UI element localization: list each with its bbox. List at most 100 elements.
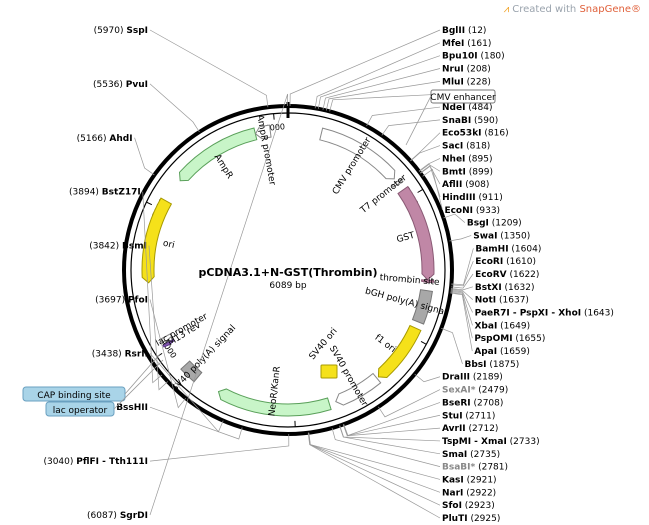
site-aflii: AflII (908) [442,180,489,190]
site-leader [322,68,441,110]
feature-label-ori: ori [162,239,176,251]
site-leader [308,432,441,480]
lac-operator-label: lac operator [53,406,108,416]
feature-label-f1-ori: f1 ori [373,333,398,355]
site-avrii: AvrII (2712) [442,424,498,434]
site-bstz17i: (3894) BstZ17I [69,188,141,198]
feature-cmv-promoter [319,127,396,180]
site-leader [289,29,441,107]
feature-thrombin-site [420,279,435,284]
cmv-enhancer-leader [405,95,432,146]
credit-brand-mark: ® [631,4,641,15]
feature-ampr-promoter [254,124,272,140]
site-pfoi: (3697) PfoI [95,295,148,305]
site-hindiii: HindIII (911) [442,193,503,203]
cap-binding-site-label: CAP binding site [37,391,111,401]
site-leader [450,286,473,291]
plasmid-length: 6089 bp [269,281,306,291]
site-swai: SwaI (1350) [473,231,530,241]
site-leader [418,158,441,172]
feature-neor-kanr [217,388,332,417]
site-leader [451,261,474,287]
site-bsmi: (3842) BsmI [89,242,147,252]
site-bglii: BglII (12) [442,26,486,36]
site-leader [342,424,441,437]
site-leader [366,106,441,127]
site-leader [378,389,441,418]
site-leader [450,290,473,313]
site-leader [149,433,290,462]
site-snabi: SnaBI (590) [442,116,498,126]
site-sspi: (5970) SspI [94,26,148,36]
site-bpu10i: Bpu10I (180) [442,52,505,62]
feature-label-thrombin-site: thrombin site [379,273,440,288]
lac-operator-leader [113,359,164,410]
site-tspmi-xmai: TspMI - XmaI (2733) [442,437,540,447]
site-leader [450,289,474,300]
site-ahdi: (5166) AhdI [77,134,133,144]
credit-text: Created with [512,4,577,15]
site-nari: NarI (2922) [442,488,496,498]
feature-t7-promoter [391,177,404,188]
tick-label: 6000 [264,122,285,133]
feature-label-ampr: AmpR [212,153,235,181]
site-leader [449,235,472,242]
site-bseri: BseRI (2708) [442,398,503,408]
site-leader [149,93,289,516]
cmv-enhancer-label: CMV enhancer [430,93,496,103]
site-leader [307,432,441,519]
site-leader [308,432,441,506]
site-ndei: NdeI (484) [442,103,493,113]
site-leader [134,137,155,176]
site-leader [149,353,224,433]
site-pvui: (5536) PvuI [93,80,148,90]
site-leader [410,132,441,162]
plasmid-name: pCDNA3.1+N-GST(Thrombin) [198,266,377,279]
cap-leader [124,353,161,395]
snapgene-logo-icon: ⩘ [503,4,510,15]
site-leader [422,168,443,210]
site-mfei: MfeI (161) [442,39,491,49]
site-paer7i-pspxi-xhoi: PaeR7I - PspXI - XhoI (1643) [475,309,614,319]
site-leader [450,291,473,326]
site-leader [317,55,441,109]
feature-ampr [178,127,258,182]
site-noti: NotI (1637) [475,296,529,306]
site-leader [149,29,269,108]
feature-sv40-promoter [335,372,382,406]
site-rsrii: (3438) RsrII [92,349,148,359]
site-leader [450,292,473,352]
site-leader [381,119,441,136]
site-bbsi: BbsI (1875) [464,360,519,370]
site-bstxi: BstXI (1632) [475,283,535,293]
site-leader [419,165,441,185]
feature-sv40-poly-a-signal [180,360,203,383]
site-leader [450,292,473,339]
site-ecorv: EcoRV (1622) [475,270,539,280]
site-leader [451,248,474,286]
site-leader [339,425,441,455]
credit-brand: SnapGene [579,4,631,15]
site-leader [314,42,441,109]
site-eco53ki: Eco53kI (816) [442,129,509,139]
feature-label-gst: GST [396,231,417,246]
site-bsabi: BsaBI* (2781) [442,463,508,473]
site-leader [441,328,463,365]
site-xbai: XbaI (1649) [474,321,530,331]
site-nrui: NruI (208) [442,65,491,75]
site-leader [419,164,441,172]
site-mlui: MluI (228) [442,77,491,87]
site-leader [142,191,163,384]
tick-mark [146,201,153,206]
site-leader [443,213,466,223]
site-leader [325,81,441,111]
site-leader [451,273,474,289]
site-bsgi: BsgI (1209) [467,219,522,229]
site-leader [414,373,441,383]
site-draiii: DraIII (2189) [442,373,503,383]
site-apai: ApaI (1659) [474,347,530,357]
site-pflfi-tth111i: (3040) PflFI - Tth111I [43,457,148,467]
site-ecori: EcoRI (1610) [475,257,536,267]
site-kasi: KasI (2921) [442,475,497,485]
feature-bgh-poly-a-signal [411,289,433,325]
